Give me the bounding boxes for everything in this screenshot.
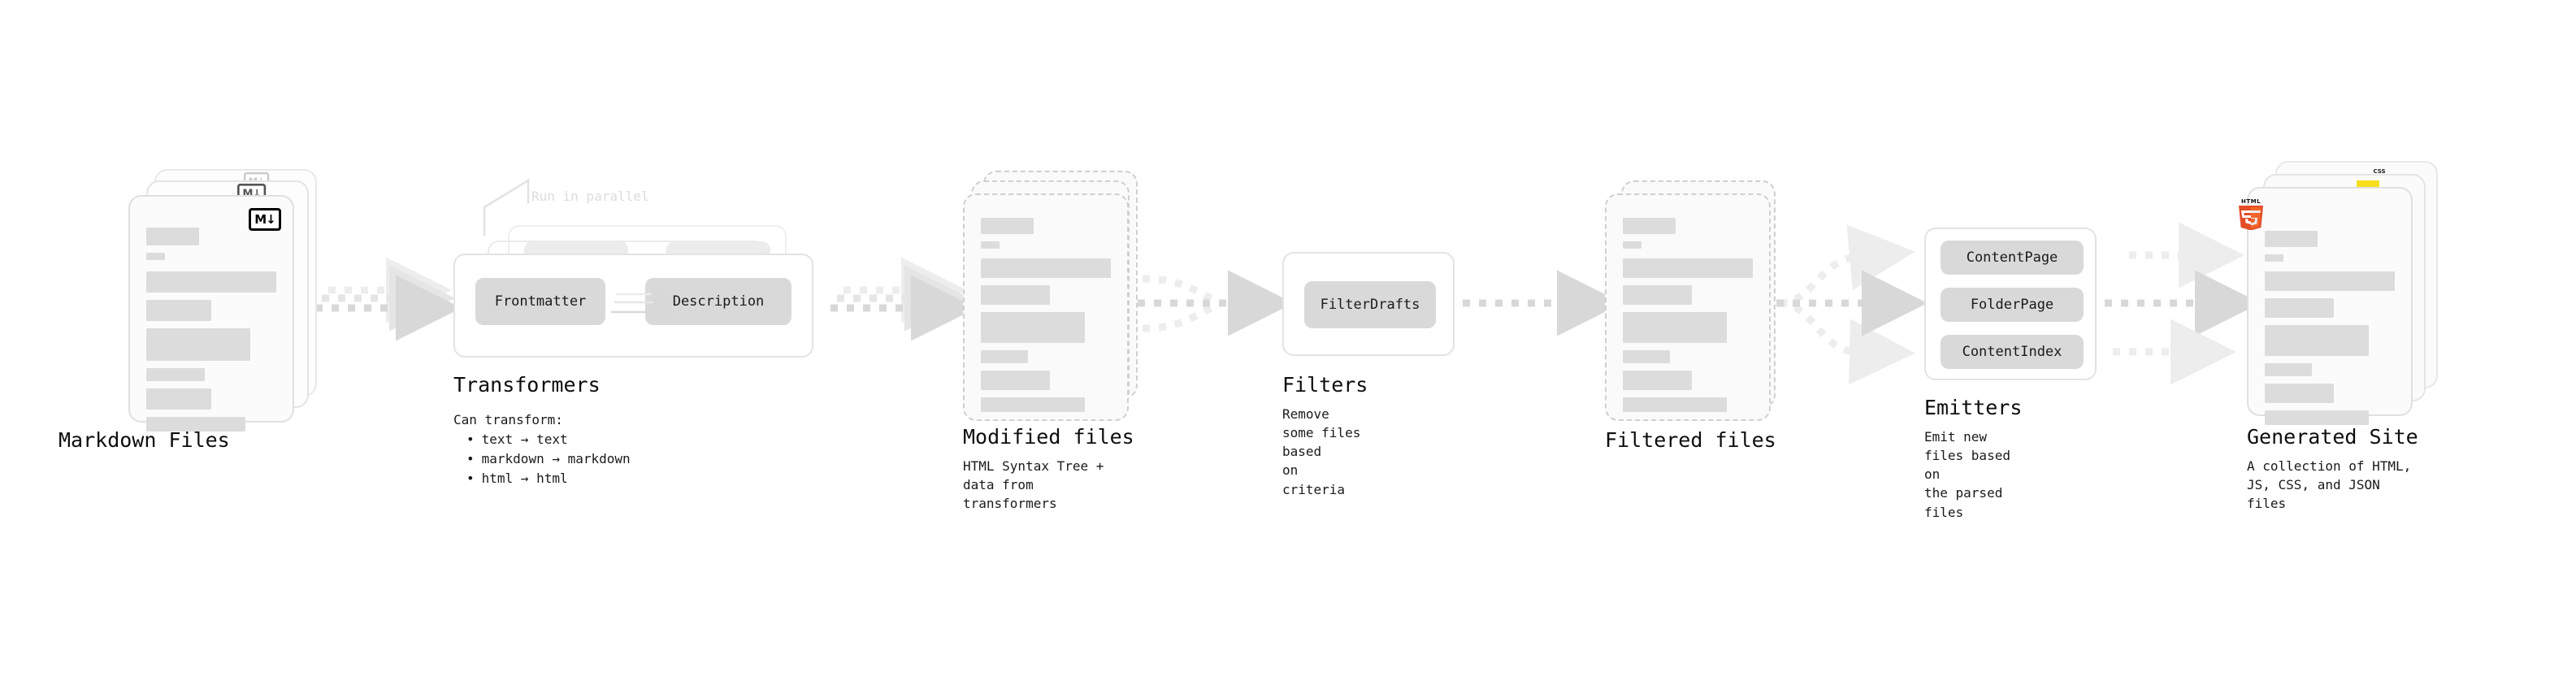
- transformers-intro: Can transform:: [453, 412, 563, 427]
- caption-filtered-files: Filtered files: [1605, 428, 1776, 453]
- emitter-chip-contentindex-label: ContentIndex: [1962, 344, 2062, 360]
- markdown-badge-label: M↓: [254, 211, 275, 227]
- site-skeleton: [2265, 231, 2395, 432]
- stage-generated-site: CSS HTML: [0, 0, 2438, 511]
- css3-badge-label: CSS: [2373, 167, 2386, 175]
- emitter-chip-contentpage-label: ContentPage: [1966, 249, 2058, 266]
- transformers-title: Transformers: [453, 373, 601, 397]
- caption-filters: Filters Remove some files based on crite…: [1282, 373, 1368, 499]
- html5-badge: HTML: [2237, 198, 2265, 230]
- caption-emitters: Emitters Emit new files based on the par…: [1924, 396, 2023, 522]
- connector-emitters-to-site: [2105, 222, 2261, 385]
- filter-chip-filterdrafts-label: FilterDrafts: [1320, 297, 1420, 313]
- emitter-chip-folderpage-label: FolderPage: [1970, 297, 2054, 313]
- transformer-chip-frontmatter[interactable]: Frontmatter: [475, 278, 605, 325]
- connector-markdown-to-transformers: [315, 257, 462, 341]
- connector-modified-to-filters: [1138, 270, 1294, 336]
- filtered-skeleton: [1623, 218, 1753, 419]
- transformers-description: Can transform: text → text markdown → ma…: [453, 410, 631, 488]
- filtered-file-front-card: [1605, 193, 1771, 421]
- modified-files-subtitle: HTML Syntax Tree + data from transformer…: [963, 458, 1104, 512]
- transformer-chip-description-label: Description: [672, 293, 765, 310]
- site-file-front-card: HTML: [2239, 187, 2413, 425]
- emitters-subtitle: Emit new files based on the parsed files: [1924, 428, 2010, 520]
- filters-group: FilterDrafts: [1282, 252, 1455, 356]
- emitter-chip-folderpage[interactable]: FolderPage: [1941, 288, 2084, 322]
- connector-filtered-to-emitters: [1776, 224, 1928, 385]
- emitter-chip-contentpage[interactable]: ContentPage: [1941, 241, 2084, 275]
- emitters-title: Emitters: [1924, 396, 2023, 419]
- html5-shield-icon: [2239, 206, 2263, 230]
- modified-skeleton: [981, 218, 1111, 419]
- emitter-chip-contentindex[interactable]: ContentIndex: [1941, 335, 2084, 369]
- filtered-files-title: Filtered files: [1605, 428, 1776, 452]
- markdown-files-title: Markdown Files: [59, 428, 230, 452]
- generated-site-subtitle: A collection of HTML, JS, CSS, and JSON …: [2247, 458, 2412, 512]
- markdown-badge: M↓: [249, 208, 281, 231]
- modified-files-title: Modified files: [963, 425, 1134, 449]
- caption-markdown-files: Markdown Files: [59, 428, 230, 453]
- transformers-bullet-list: text → text markdown → markdown html → h…: [453, 430, 631, 488]
- transformer-group-front: Frontmatter Description: [453, 254, 813, 358]
- caption-modified-files: Modified files HTML Syntax Tree + data f…: [963, 425, 1134, 513]
- caption-generated-site: Generated Site A collection of HTML, JS,…: [2247, 425, 2418, 513]
- run-in-parallel-label: Run in parallel: [531, 189, 649, 204]
- transformer-inner-arrows: [611, 284, 674, 322]
- markdown-file-front-card: M↓: [128, 195, 294, 432]
- transformer-chip-frontmatter-label: Frontmatter: [494, 293, 587, 310]
- transformers-bullet-markdown: markdown → markdown: [466, 449, 631, 469]
- html5-badge-wordmark: HTML: [2240, 198, 2262, 205]
- filters-subtitle: Remove some files based on criteria: [1282, 406, 1361, 497]
- modified-file-front-card: [963, 193, 1129, 421]
- markdown-skeleton: [146, 228, 276, 439]
- transformers-bullet-html: html → html: [466, 469, 631, 488]
- connector-transformers-to-modified: [830, 257, 977, 341]
- filters-title: Filters: [1282, 373, 1368, 397]
- emitters-group: ContentPage FolderPage ContentIndex: [1924, 228, 2097, 380]
- generated-site-title: Generated Site: [2247, 425, 2418, 449]
- caption-transformers: Transformers: [453, 373, 601, 397]
- transformers-bullet-text: text → text: [466, 430, 631, 449]
- filter-chip-filterdrafts[interactable]: FilterDrafts: [1304, 281, 1436, 328]
